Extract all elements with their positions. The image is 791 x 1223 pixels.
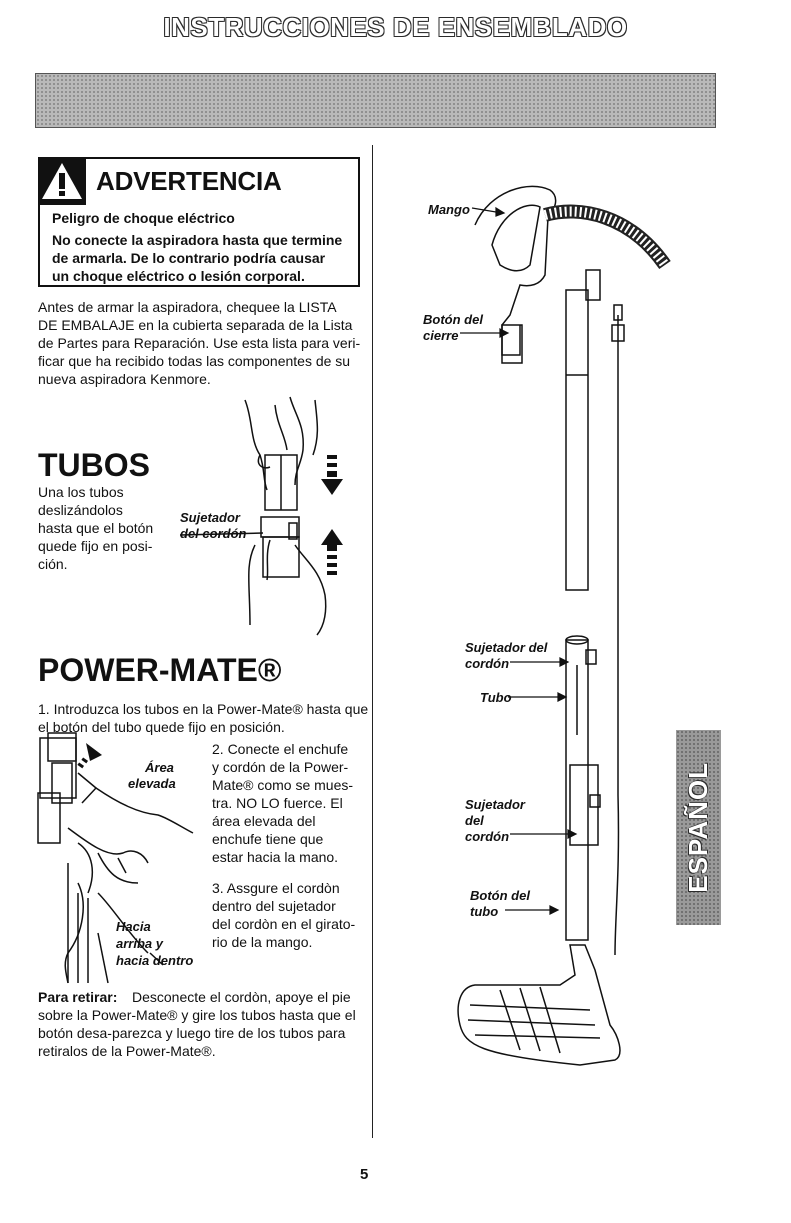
tubos-heading: TUBOS — [38, 447, 150, 483]
sujetador-top-label: cordón — [465, 656, 510, 671]
intro-line: ficar que ha recibido todas las componen… — [38, 353, 351, 369]
step2-line: Mate® como se mues- — [212, 777, 354, 793]
tubo-label: Tubo — [480, 690, 512, 705]
callout-label: Sujetador — [180, 510, 240, 525]
boton-tubo-label: tubo — [470, 904, 499, 919]
tubos-line: Una los tubos — [38, 484, 124, 500]
intro-line: de Partes para Reparación. Use esta list… — [38, 335, 361, 351]
warning-line: un choque eléctrico o lesión corporal. — [52, 268, 305, 284]
boton-tubo-label: Botón del — [470, 888, 530, 903]
area-label: Área — [145, 760, 174, 775]
step3-line: rio de la mango. — [212, 934, 313, 950]
hacia-label: Hacia — [116, 919, 151, 934]
tubos-line: ción. — [38, 556, 68, 572]
hacia-label: arriba y — [116, 936, 163, 951]
boton-cierre-label: cierre — [423, 328, 459, 343]
tubos-line: quede fijo en posi- — [38, 538, 153, 554]
retirar-line: retiralos de la Power-Mate®. — [38, 1043, 216, 1059]
language-tab-label: ESPAÑOL — [683, 762, 713, 893]
intro-line: nueva aspiradora Kenmore. — [38, 371, 211, 387]
page-title: INSTRUCCIONES DE ENSEMBLADO — [163, 12, 628, 42]
header-banner — [35, 73, 716, 128]
step3-line: del cordòn en el girato- — [212, 916, 356, 932]
warning-triangle-icon — [38, 157, 86, 205]
sujetador-bottom-label: del — [465, 813, 484, 828]
warning-title: ADVERTENCIA — [96, 166, 282, 196]
page-number: 5 — [360, 1166, 369, 1183]
warning-box — [38, 157, 360, 287]
tubos-line: hasta que el botón — [38, 520, 154, 536]
boton-cierre-label: Botón del — [423, 312, 483, 327]
intro-line: Antes de armar la aspiradora, chequee la… — [38, 299, 337, 315]
step2-line: tra. NO LO fuerce. El — [212, 795, 343, 811]
column-divider — [372, 145, 373, 1138]
step2-line: 2. Conecte el enchufe — [212, 741, 349, 757]
tube-joining-illustration — [179, 396, 343, 636]
step3-line: 3. Assgure el cordòn — [212, 880, 340, 896]
powermate-heading: POWER-MATE® — [38, 652, 282, 688]
sujetador-bottom-label: Sujetador — [465, 797, 525, 812]
mango-label: Mango — [428, 202, 470, 217]
retirar-line: Desconecte el cordòn, apoye el pie — [132, 989, 351, 1005]
language-tab — [676, 730, 721, 925]
plug-connection-illustration — [37, 732, 194, 984]
step2-line: enchufe tiene que — [212, 831, 324, 847]
area-label: elevada — [128, 776, 176, 791]
step2-line: estar hacia la mano. — [212, 849, 339, 865]
intro-line: DE EMBALAJE en la cubierta separada de l… — [38, 317, 353, 333]
warning-line: Peligro de choque eléctrico — [52, 210, 235, 226]
hacia-label: hacia dentro — [116, 953, 194, 968]
step1-line: 1. Introduzca los tubos en la Power-Mate… — [38, 701, 369, 717]
retirar-line: sobre la Power-Mate® y gire los tubos ha… — [38, 1007, 356, 1023]
step2-line: área elevada del — [212, 813, 316, 829]
retirar-line: botón desa-parezca y luego tire de los t… — [38, 1025, 346, 1041]
warning-line: No conecte la aspiradora hasta que termi… — [52, 232, 343, 248]
vacuum-assembly-diagram — [457, 185, 671, 1066]
step3-line: dentro del sujetador — [212, 898, 336, 914]
sujetador-bottom-label: cordón — [465, 829, 510, 844]
step1-line: el botón del tubo quede fijo en posición… — [38, 719, 285, 735]
tubos-line: deslizándolos — [38, 502, 123, 518]
step2-line: y cordón de la Power- — [212, 759, 349, 775]
retirar-label: Para retirar: — [38, 989, 118, 1005]
sujetador-top-label: Sujetador del — [465, 640, 548, 655]
warning-line: de armarla. De lo contrario podría causa… — [52, 250, 326, 266]
